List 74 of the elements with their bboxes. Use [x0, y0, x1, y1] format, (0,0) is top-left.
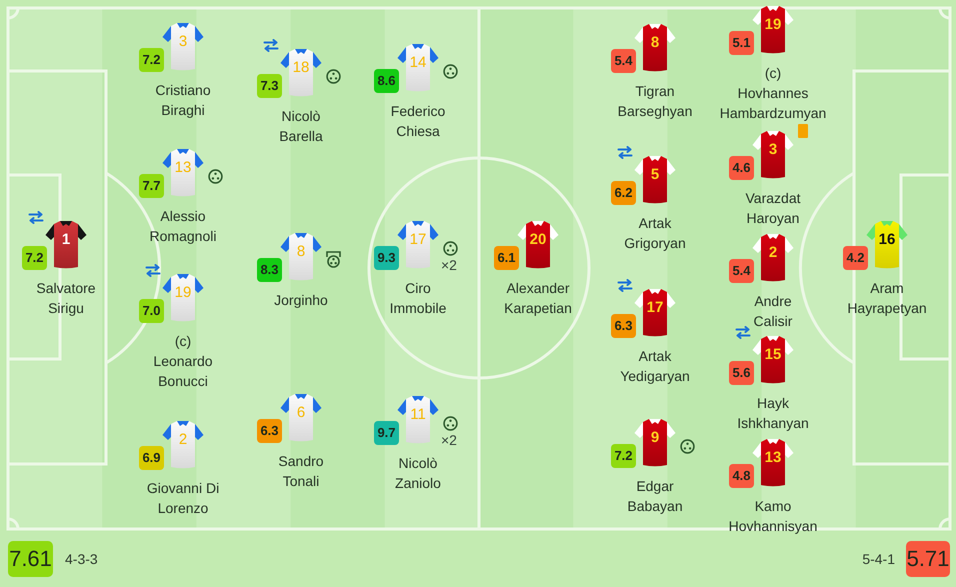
shirt-number: 17	[410, 231, 426, 248]
rating-badge: 4.6	[729, 156, 754, 180]
player-name: Giovanni Di Lorenzo	[146, 479, 220, 518]
player-name: Jorginho	[274, 291, 328, 310]
rating-badge: 7.2	[22, 246, 47, 270]
player-name: Salvatore Sirigu	[35, 279, 97, 318]
shirt-number: 9	[650, 429, 660, 446]
shirt-number: 13	[764, 449, 782, 466]
player-name: Aram Hayrapetyan	[847, 279, 927, 318]
player-name: Nicolò Barella	[278, 107, 324, 146]
shirt-number: 8	[650, 34, 660, 51]
shirt-number: 14	[410, 54, 426, 71]
shirt-number: 18	[292, 59, 310, 76]
player-name: Federico Chiesa	[390, 102, 446, 141]
rating-badge: 5.4	[729, 259, 754, 283]
shirt-number: 2	[768, 244, 778, 261]
player-name: Hovhannes Hambardzumyan	[720, 84, 826, 123]
shirt-number: 5	[650, 166, 660, 183]
rating-badge: 9.3	[374, 246, 399, 270]
rating-badge: 7.2	[139, 48, 164, 72]
rating-badge: 7.2	[611, 444, 636, 468]
rating-badge: 6.2	[611, 181, 636, 205]
player-name: Alessio Romagnoli	[148, 207, 218, 246]
shirt-number: 16	[878, 231, 896, 248]
shirt-number: 20	[530, 231, 546, 248]
shirt-number: 3	[178, 33, 188, 50]
team-rating-badge: 7.61	[8, 541, 53, 577]
player-name: Tigran Barseghyan	[617, 82, 693, 121]
player-name: Andre Calisir	[752, 292, 794, 331]
player-name: Cristiano Biraghi	[154, 81, 212, 120]
shirt-number: 19	[174, 284, 192, 301]
rating-badge: 5.6	[729, 361, 754, 385]
shirt-number: 6	[296, 404, 306, 421]
shirt-number: 19	[764, 16, 782, 33]
rating-badge: 8.3	[257, 258, 282, 282]
shirt-number: 15	[764, 346, 782, 363]
rating-badge: 7.3	[257, 74, 282, 98]
rating-badge: 4.8	[729, 464, 754, 488]
rating-badge: 9.7	[374, 421, 399, 445]
shirt-number: 17	[646, 299, 664, 316]
rating-badge: 6.3	[257, 419, 282, 443]
rating-badge: 6.3	[611, 314, 636, 338]
rating-badge: 8.6	[374, 69, 399, 93]
player-name: Nicolò Zaniolo	[394, 454, 442, 493]
player-name: Edgar Babayan	[626, 477, 684, 516]
rating-badge: 4.2	[843, 246, 868, 270]
goal-count: ×2	[441, 432, 457, 448]
shirt-number: 2	[178, 431, 188, 448]
goal-count: ×2	[441, 257, 457, 273]
captain-mark: (c)	[764, 64, 782, 83]
formation-label: 5-4-1	[862, 550, 895, 568]
player-name: Hayk Ishkhanyan	[736, 394, 810, 433]
player-name: Artak Yedigaryan	[619, 347, 691, 386]
player-name: Artak Grigoryan	[623, 214, 687, 253]
formation-label: 4-3-3	[65, 550, 98, 568]
rating-badge: 6.9	[139, 446, 164, 470]
player-name: Leonardo Bonucci	[152, 352, 214, 391]
rating-badge: 7.0	[139, 299, 164, 323]
shirt-number: 3	[768, 141, 778, 158]
shirt-number: 8	[296, 243, 306, 260]
captain-mark: (c)	[174, 332, 192, 351]
player-name: Sandro Tonali	[277, 452, 325, 491]
shirt-number: 13	[174, 159, 192, 176]
shirt-number: 11	[410, 406, 426, 423]
player-name: Alexander Karapetian	[503, 279, 573, 318]
player-name: Kamo Hovhannisyan	[728, 497, 818, 536]
rating-badge: 5.4	[611, 49, 636, 73]
player-name: Ciro Immobile	[388, 279, 448, 318]
shirt-number: 1	[62, 231, 70, 248]
rating-badge: 7.7	[139, 174, 164, 198]
rating-badge: 6.1	[494, 246, 519, 270]
team-rating-badge: 5.71	[906, 541, 950, 577]
player-name: Varazdat Haroyan	[744, 189, 802, 228]
rating-badge: 5.1	[729, 31, 754, 55]
